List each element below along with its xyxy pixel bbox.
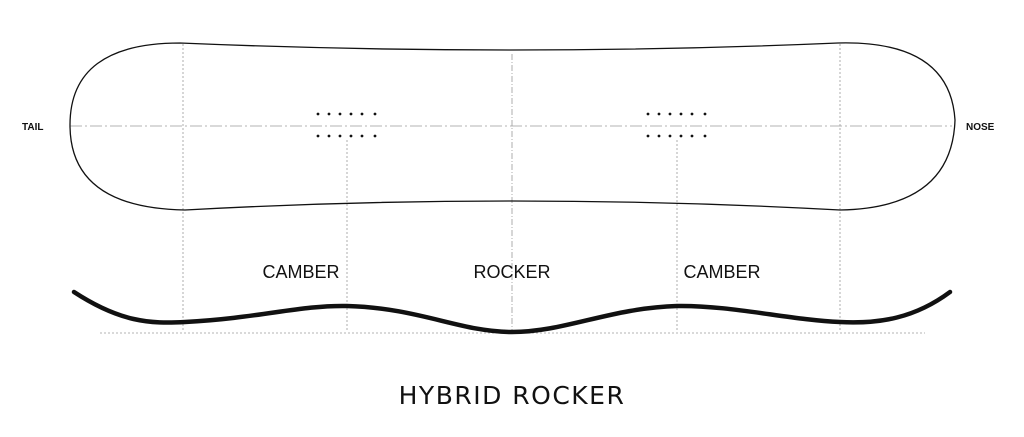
binding-inserts-tail: [316, 112, 377, 138]
rocker-label: ROCKER: [473, 262, 550, 282]
diagram-title: HYBRID ROCKER: [399, 381, 626, 410]
snowboard-outline: [69, 42, 956, 211]
camber-label-right: CAMBER: [683, 262, 760, 282]
guide-lines: [70, 44, 952, 334]
tail-label: TAIL: [22, 122, 43, 133]
camber-label-left: CAMBER: [262, 262, 339, 282]
nose-label: NOSE: [966, 122, 995, 133]
binding-inserts-nose: [646, 112, 707, 138]
board-profile-curve: [71, 289, 953, 335]
